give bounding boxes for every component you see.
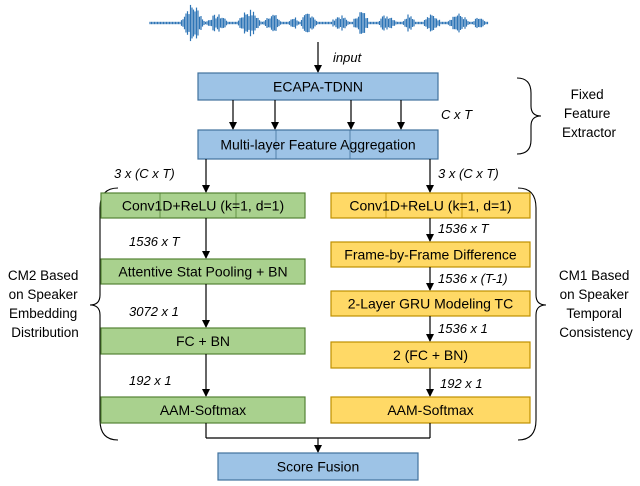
ecapa-to-mfa-arrows	[229, 100, 405, 130]
split-arrows	[202, 159, 434, 193]
feature-aggregation-node: Multi-layer Feature Aggregation	[197, 129, 439, 160]
cm2-conv-node: Conv1D+ReLU (k=1, d=1)	[100, 192, 306, 219]
cm1-conv-node: Conv1D+ReLU (k=1, d=1)	[330, 192, 531, 219]
cm1-diff-label: Frame-by-Frame Difference	[344, 247, 517, 263]
right-brace	[517, 187, 547, 441]
cm2-aam-node: AAM-Softmax	[100, 396, 306, 424]
score-fusion-label: Score Fusion	[277, 459, 359, 475]
fixed-extractor-label: Fixed Feature Extractor	[562, 87, 617, 140]
cm2-fc-node: FC + BN	[100, 327, 306, 355]
cm1-gru-node: 2-Layer GRU Modeling TC	[330, 290, 531, 317]
score-fusion-node: Score Fusion	[217, 452, 419, 481]
input-label: input	[333, 50, 363, 65]
cm1-fc-node: 2 (FC + BN)	[330, 341, 531, 369]
cm2-dim-2: 3072 x 1	[129, 304, 179, 319]
cm2-input-dim: 3 x (C x T)	[114, 166, 175, 181]
cm2-pooling-label: Attentive Stat Pooling + BN	[118, 264, 287, 280]
dim-c-x-t: C x T	[441, 107, 473, 122]
cm1-dim-4: 192 x 1	[440, 376, 483, 391]
cm1-dim-2: 1536 x (T-1)	[438, 271, 508, 286]
cm1-dim-3: 1536 x 1	[438, 321, 488, 336]
fixed-extractor-brace	[516, 77, 542, 155]
fusion-merge-arrows	[205, 423, 431, 453]
cm1-side-label: CM1 Based on Speaker Temporal Consistenc…	[559, 268, 633, 340]
feature-aggregation-label: Multi-layer Feature Aggregation	[220, 137, 415, 153]
cm2-fc-label: FC + BN	[176, 333, 230, 349]
ecapa-tdnn-label: ECAPA-TDNN	[273, 79, 363, 95]
cm2-dim-3: 192 x 1	[129, 373, 172, 388]
cm1-gru-label: 2-Layer GRU Modeling TC	[348, 296, 513, 312]
cm2-side-label: CM2 Based on Speaker Embedding Distribut…	[8, 268, 82, 340]
ecapa-tdnn-node: ECAPA-TDNN	[197, 72, 439, 101]
cm2-pooling-node: Attentive Stat Pooling + BN	[100, 258, 306, 285]
cm1-input-dim: 3 x (C x T)	[438, 166, 499, 181]
cm1-diff-node: Frame-by-Frame Difference	[330, 241, 531, 268]
cm2-aam-label: AAM-Softmax	[160, 402, 246, 418]
cm1-aam-node: AAM-Softmax	[330, 396, 531, 424]
cm1-conv-label: Conv1D+ReLU (k=1, d=1)	[349, 198, 511, 214]
audio-waveform-icon	[149, 4, 489, 42]
cm1-aam-label: AAM-Softmax	[387, 402, 473, 418]
cm2-conv-label: Conv1D+ReLU (k=1, d=1)	[122, 198, 284, 214]
cm1-dim-1: 1536 x T	[438, 221, 490, 236]
cm1-fc-label: 2 (FC + BN)	[393, 347, 468, 363]
cm2-dim-1: 1536 x T	[129, 234, 181, 249]
